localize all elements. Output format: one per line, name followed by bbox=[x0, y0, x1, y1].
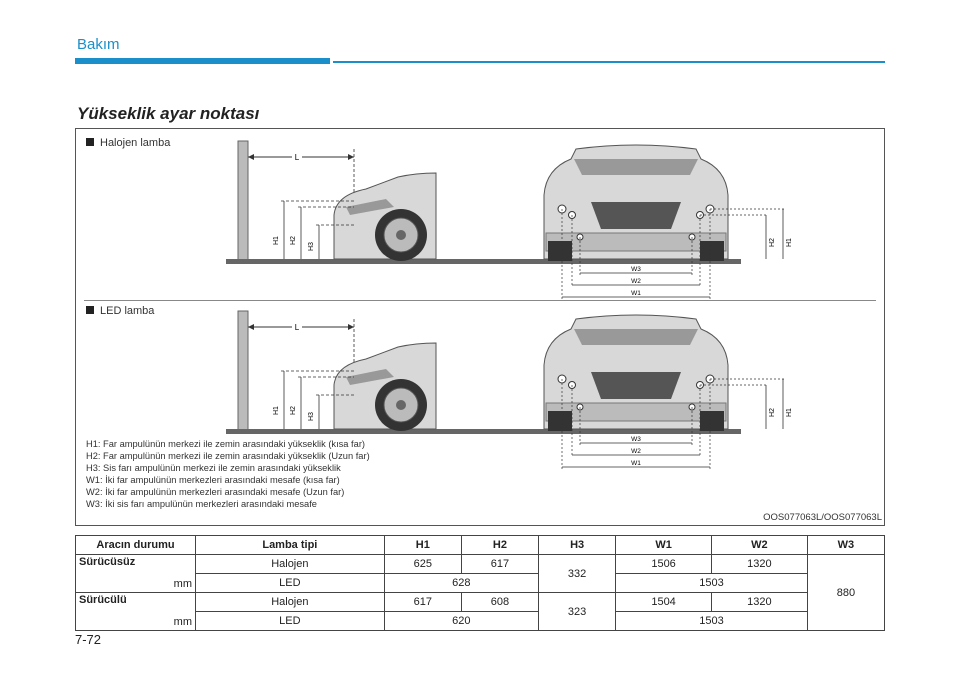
lamp-type-cell: Halojen bbox=[195, 554, 385, 574]
condition-cell: Sürücüsüz mm bbox=[75, 554, 196, 593]
lamp-type-cell: LED bbox=[195, 573, 385, 593]
unit-label: mm bbox=[173, 616, 192, 628]
column-header: H1 bbox=[383, 535, 462, 555]
dim-label-w3: W3 bbox=[631, 436, 641, 443]
headlight-figure: Halojen lamba L H1 H2 H3 bbox=[75, 128, 885, 526]
w1-cell: 1504 bbox=[615, 592, 712, 612]
table-row: LED 628 1503 bbox=[76, 573, 885, 593]
w2-cell: 1320 bbox=[710, 554, 808, 574]
h3-cell: 323 bbox=[538, 592, 617, 631]
led-diagram: L H1 H2 H3 W3 W bbox=[226, 310, 793, 469]
dim-label-h3: H3 bbox=[308, 242, 315, 251]
condition-cell: Sürücülü mm bbox=[75, 592, 196, 631]
dim-label-w2: W2 bbox=[631, 448, 641, 455]
figure-divider bbox=[84, 300, 876, 301]
dim-label-h3: H3 bbox=[308, 412, 315, 421]
h1-h2-cell: 628 bbox=[383, 573, 540, 593]
dim-label-h2: H2 bbox=[290, 236, 297, 245]
column-header: Aracın durumu bbox=[75, 535, 196, 555]
column-header: H3 bbox=[538, 535, 617, 555]
legend-item: H3: Sis farı ampulünün merkezi ile zemin… bbox=[86, 463, 341, 473]
dimension-legend: H1: Far ampulünün merkezi ile zemin aras… bbox=[86, 438, 370, 510]
legend-item: W2: İki far ampulünün merkezleri arasınd… bbox=[86, 487, 345, 497]
page-number: 7-72 bbox=[75, 632, 102, 647]
unit-label: mm bbox=[173, 578, 192, 590]
dim-label-h2: H2 bbox=[769, 238, 776, 247]
w1-cell: 1506 bbox=[615, 554, 712, 574]
w3-cell: 880 bbox=[806, 554, 886, 631]
w1-w2-cell: 1503 bbox=[615, 611, 808, 631]
table-row: Sürücülü mm Halojen 617 608 323 1504 132… bbox=[75, 592, 885, 631]
legend-item: H1: Far ampulünün merkezi ile zemin aras… bbox=[86, 439, 366, 449]
column-header: W2 bbox=[710, 535, 808, 555]
header-bar-thick bbox=[75, 58, 330, 64]
halogen-section-label: Halojen lamba bbox=[86, 137, 170, 149]
table-row: Sürücüsüz mm Halojen 625 617 332 1506 13… bbox=[75, 554, 886, 631]
spec-table: Aracın durumu Lamba tipi H1 H2 H3 W1 W2 … bbox=[75, 535, 886, 631]
dim-label-h2: H2 bbox=[290, 406, 297, 415]
dim-label-w1: W1 bbox=[631, 290, 641, 297]
dim-label-w2: W2 bbox=[631, 278, 641, 285]
legend-item: W1: İki far ampulünün merkezleri arasınd… bbox=[86, 475, 340, 485]
page-title: Yükseklik ayar noktası bbox=[77, 104, 260, 123]
column-header: Lamba tipi bbox=[195, 535, 385, 555]
lamp-type-cell: Halojen bbox=[195, 592, 385, 612]
lamp-type-cell: LED bbox=[195, 611, 385, 631]
h2-cell: 617 bbox=[460, 554, 540, 574]
legend-item: H2: Far ampulünün merkezi ile zemin aras… bbox=[86, 451, 370, 461]
dim-label-w3: W3 bbox=[631, 266, 641, 273]
dim-label-l: L bbox=[295, 323, 300, 332]
w1-w2-cell: 1503 bbox=[615, 573, 808, 593]
column-header: H2 bbox=[460, 535, 540, 555]
table-header-row: Aracın durumu Lamba tipi H1 H2 H3 W1 W2 … bbox=[75, 535, 886, 555]
h1-cell: 625 bbox=[383, 554, 462, 574]
dim-label-w1: W1 bbox=[631, 460, 641, 467]
column-header: W3 bbox=[806, 535, 886, 555]
legend-item: W3: İki sis farı ampulünün merkezleri ar… bbox=[86, 499, 317, 509]
h3-cell: 332 bbox=[538, 554, 617, 593]
h2-cell: 608 bbox=[460, 592, 540, 612]
w2-cell: 1320 bbox=[710, 592, 808, 612]
dim-label-h1: H1 bbox=[786, 238, 793, 247]
dim-label-h2: H2 bbox=[769, 408, 776, 417]
header-bar-thin bbox=[333, 61, 885, 63]
dim-label-h1: H1 bbox=[273, 406, 280, 415]
halogen-diagram: L H1 H2 H3 bbox=[226, 140, 793, 299]
column-header: W1 bbox=[615, 535, 712, 555]
dim-label-h1: H1 bbox=[273, 236, 280, 245]
section-label: Bakım bbox=[77, 36, 120, 53]
bullet-square-icon bbox=[86, 138, 94, 146]
figure-code: OOS077063L/OOS077063L bbox=[763, 512, 882, 523]
h1-cell: 617 bbox=[383, 592, 462, 612]
led-section-label: LED lamba bbox=[86, 305, 154, 317]
bullet-square-icon bbox=[86, 306, 94, 314]
h1-h2-cell: 620 bbox=[383, 611, 540, 631]
dim-label-l: L bbox=[295, 153, 300, 162]
dim-label-h1: H1 bbox=[786, 408, 793, 417]
table-row: LED 620 1503 bbox=[76, 611, 885, 631]
